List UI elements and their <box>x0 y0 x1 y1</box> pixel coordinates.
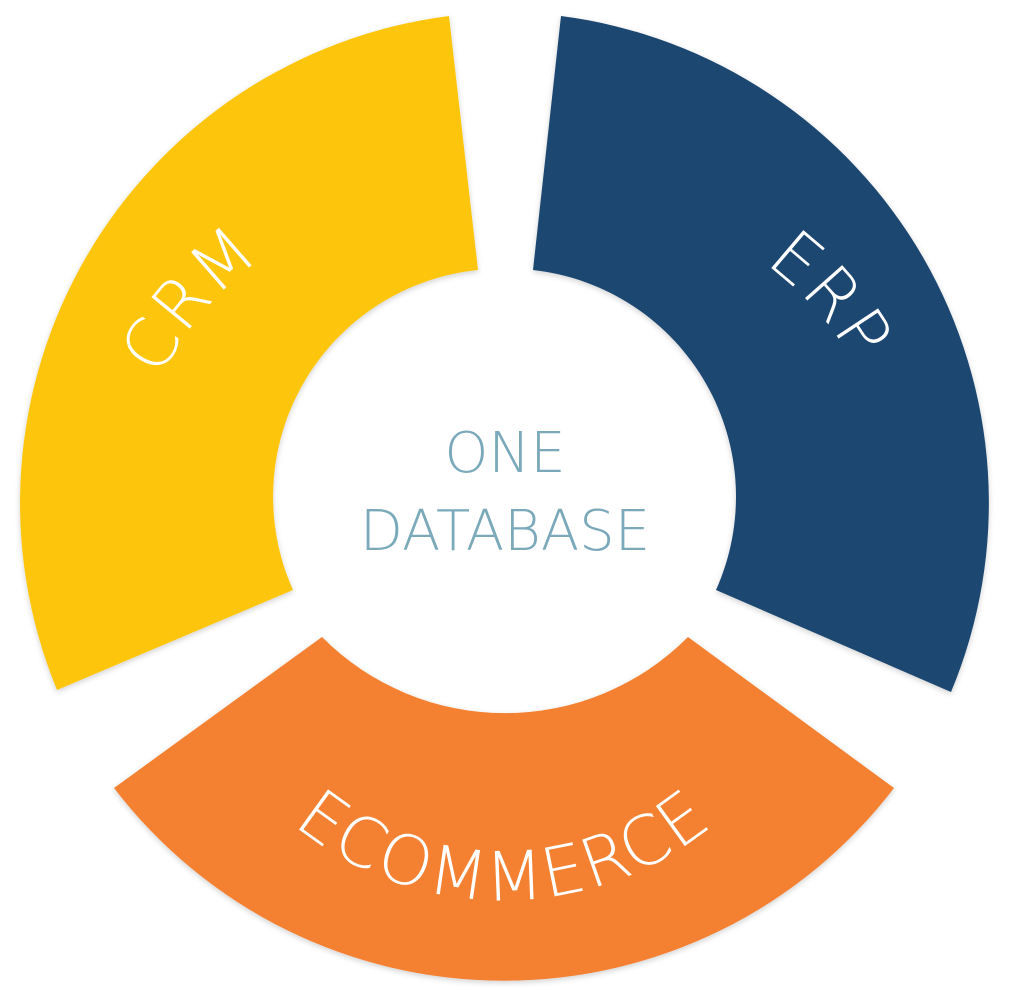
ecommerce-segment <box>114 637 894 981</box>
center-label-line1: ONE <box>444 421 565 486</box>
crm-segment <box>20 16 479 690</box>
center-label-line2: DATABASE <box>360 499 650 564</box>
erp-segment <box>533 16 989 692</box>
